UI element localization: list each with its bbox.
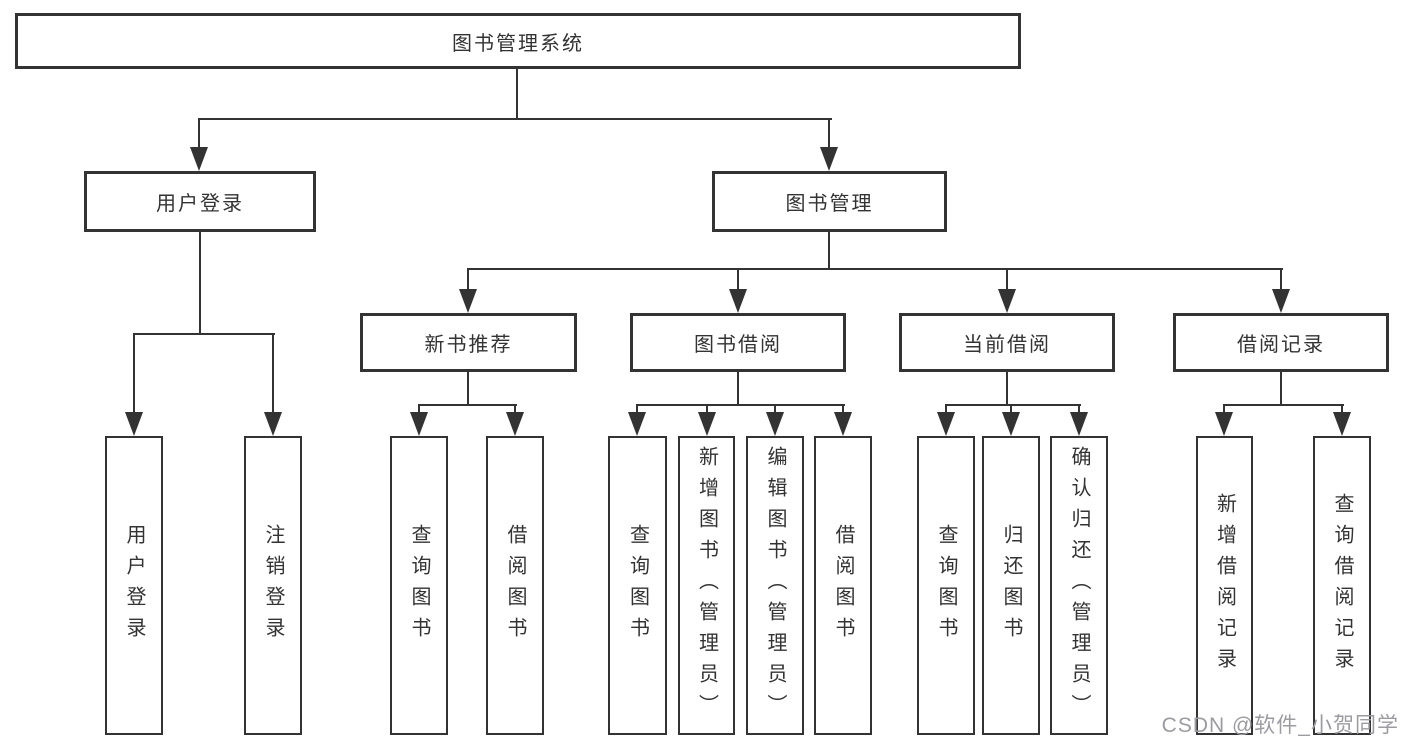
connector-line — [198, 118, 832, 120]
arrow-down-icon — [1333, 412, 1351, 436]
arrow-down-icon — [190, 147, 208, 171]
arrow-down-icon — [506, 412, 524, 436]
node-edit-books-admin: 编辑图书（管理员） — [746, 436, 804, 735]
arrow-down-icon — [1272, 289, 1290, 313]
connector-line — [1078, 404, 1080, 416]
node-label: 用户登录 — [123, 523, 145, 648]
node-book-borrowing: 图书借阅 — [630, 313, 846, 372]
connector-line — [467, 372, 469, 406]
node-current-borrowing: 当前借阅 — [899, 313, 1115, 372]
connector-line — [514, 404, 516, 416]
node-library-management-system: 图书管理系统 — [15, 13, 1021, 69]
connector-line — [945, 404, 1081, 406]
arrow-down-icon — [125, 412, 143, 436]
connector-line — [737, 268, 739, 292]
node-add-books-admin: 新增图书（管理员） — [678, 436, 735, 735]
node-borrow-records: 借阅记录 — [1173, 313, 1389, 372]
arrow-down-icon — [410, 412, 428, 436]
node-label: 当前借阅 — [963, 334, 1051, 356]
connector-line — [828, 118, 830, 152]
arrow-down-icon — [698, 412, 716, 436]
node-query-books-borrowing: 查询图书 — [608, 436, 667, 735]
node-label: 新书推荐 — [424, 334, 513, 356]
node-label: 注销登录 — [262, 523, 284, 648]
arrow-down-icon — [1215, 412, 1233, 436]
connector-line — [1006, 372, 1008, 406]
connector-line — [1280, 268, 1282, 292]
csdn-watermark: CSDN @软件_小贺同学 — [1161, 714, 1399, 737]
arrow-down-icon — [264, 412, 282, 436]
node-query-books-current: 查询图书 — [917, 436, 975, 735]
arrow-down-icon — [459, 289, 477, 313]
connector-line — [737, 372, 739, 406]
arrow-down-icon — [1070, 412, 1088, 436]
node-borrow-books-borrowing: 借阅图书 — [814, 436, 872, 735]
connector-line — [198, 118, 200, 152]
node-borrow-books-recommend: 借阅图书 — [486, 436, 544, 735]
node-return-books: 归还图书 — [982, 436, 1040, 735]
node-query-borrow-record: 查询借阅记录 — [1313, 436, 1371, 735]
connector-line — [272, 333, 274, 414]
connector-line — [418, 404, 420, 416]
connector-line — [706, 404, 708, 416]
connector-line — [636, 404, 638, 416]
node-label: 借阅记录 — [1237, 334, 1325, 356]
node-label: 查询图书 — [935, 523, 957, 648]
arrow-down-icon — [628, 412, 646, 436]
node-label: 图书管理 — [785, 193, 874, 215]
connector-line — [133, 333, 275, 335]
node-label: 图书借阅 — [694, 334, 782, 356]
node-label: 新增借阅记录 — [1213, 492, 1236, 679]
connector-line — [467, 268, 469, 292]
node-label: 新增图书（管理员） — [695, 446, 718, 725]
connector-line — [774, 404, 776, 416]
connector-line — [467, 268, 1283, 270]
node-label: 确认归还（管理员） — [1068, 446, 1090, 725]
connector-line — [1341, 404, 1343, 416]
node-label: 图书管理系统 — [452, 32, 584, 55]
node-label: 归还图书 — [1000, 523, 1022, 648]
connector-line — [828, 232, 830, 270]
connector-line — [1006, 268, 1008, 292]
connector-line — [418, 404, 517, 406]
connector-line — [516, 69, 518, 120]
node-label: 查询借阅记录 — [1331, 492, 1353, 679]
connector-line — [199, 232, 201, 335]
node-label: 查询图书 — [626, 523, 649, 648]
arrow-down-icon — [937, 412, 955, 436]
node-label: 借阅图书 — [504, 523, 526, 648]
connector-line — [1010, 404, 1012, 416]
node-label: 查询图书 — [408, 523, 430, 648]
node-user-login-leaf: 用户登录 — [105, 436, 163, 735]
node-label: 借阅图书 — [832, 523, 854, 648]
arrow-down-icon — [834, 412, 852, 436]
connector-line — [1223, 404, 1344, 406]
arrow-down-icon — [729, 289, 747, 313]
connector-line — [842, 404, 844, 416]
node-book-management-branch: 图书管理 — [712, 171, 947, 232]
connector-line — [1280, 372, 1282, 406]
arrow-down-icon — [1002, 412, 1020, 436]
node-add-borrow-record: 新增借阅记录 — [1196, 436, 1253, 735]
node-new-book-recommend: 新书推荐 — [360, 313, 577, 372]
arrow-down-icon — [820, 147, 838, 171]
connector-line — [1223, 404, 1225, 416]
connector-line — [636, 404, 845, 406]
node-label: 用户登录 — [156, 193, 244, 215]
arrow-down-icon — [766, 412, 784, 436]
node-user-login-branch: 用户登录 — [84, 171, 316, 232]
connector-line — [133, 333, 135, 414]
node-logout: 注销登录 — [244, 436, 302, 735]
arrow-down-icon — [998, 289, 1016, 313]
node-query-books-recommend: 查询图书 — [390, 436, 448, 735]
node-label: 编辑图书（管理员） — [764, 446, 786, 725]
connector-line — [945, 404, 947, 416]
node-confirm-return-admin: 确认归还（管理员） — [1050, 436, 1108, 735]
